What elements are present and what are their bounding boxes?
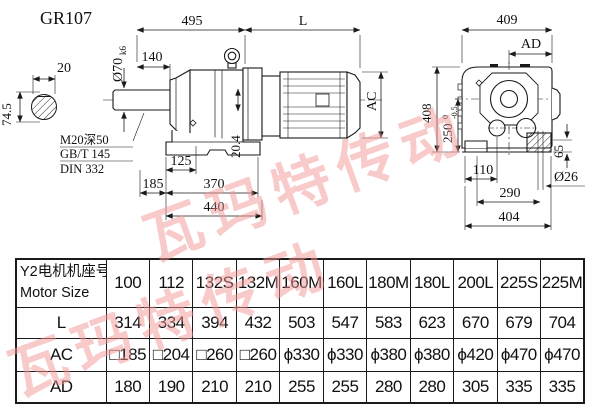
col-header: 112: [148, 258, 194, 308]
cell: □260: [192, 337, 237, 372]
cell: 305: [453, 370, 498, 404]
cell: 432: [235, 306, 281, 339]
dim-140-label: 140: [142, 50, 163, 65]
cell: ϕ420: [453, 337, 498, 372]
cell: 503: [279, 306, 324, 339]
cell: ϕ470: [540, 337, 585, 372]
cell: 210: [235, 370, 281, 404]
dim-AC-label: AC: [365, 92, 380, 111]
cell: 334: [148, 306, 194, 339]
dim-L-label: L: [299, 14, 308, 29]
note-gbt-label: GB/T 145: [60, 147, 110, 161]
dim-AD-label: AD: [521, 37, 541, 52]
cell: 180: [105, 370, 150, 404]
cell: 394: [192, 306, 237, 339]
dim-250-label: 250: [440, 124, 455, 144]
cell: 670: [453, 306, 498, 339]
cell: 335: [540, 370, 585, 404]
dim-250-tol-upper-label: 0: [441, 115, 450, 119]
table-row-AC: AC □185 □204 □260 □260 ϕ330 ϕ330 ϕ380 ϕ3…: [15, 337, 585, 372]
row-label: AC: [15, 337, 107, 372]
dim-440-label: 440: [204, 200, 225, 215]
cell: ϕ380: [366, 337, 411, 372]
cell: 210: [192, 370, 237, 404]
cell: □204: [148, 337, 194, 372]
cell: ϕ470: [496, 337, 542, 372]
dim-409-label: 409: [497, 13, 518, 28]
cell: 314: [105, 306, 150, 339]
dim-hole-dia-label: Ø26: [554, 170, 578, 185]
dim-185-label: 185: [143, 177, 164, 192]
col-header: 180M: [366, 258, 411, 308]
header-cn: Y2电机机座号: [20, 264, 106, 281]
cell: 280: [409, 370, 455, 404]
cell: □185: [105, 337, 150, 372]
cell: 623: [409, 306, 455, 339]
note-tap-label: M20深50: [60, 133, 109, 147]
cell: 583: [366, 306, 411, 339]
dim-110-label: 110: [473, 163, 493, 178]
motor-dimension-table: Y2电机机座号 Motor Size 100 112 132S 132M 160…: [15, 258, 585, 404]
shaft-cross-section: [16, 75, 57, 123]
col-header: 225M: [540, 258, 585, 308]
table-row-AD: AD 180 190 210 210 255 255 280 280 305 3…: [15, 370, 585, 404]
table-header-row: Y2电机机座号 Motor Size 100 112 132S 132M 160…: [15, 258, 585, 308]
col-header: 200L: [453, 258, 498, 308]
side-view-outline: [103, 47, 382, 156]
dim-shaft-dia-label: Ø70: [111, 58, 126, 82]
row-label: L: [15, 306, 107, 339]
note-din-label: DIN 332: [60, 162, 104, 176]
side-view-dimensions: [60, 27, 388, 220]
col-header: 225S: [496, 258, 542, 308]
dim-404-label: 404: [499, 210, 520, 225]
cell: ϕ330: [279, 337, 324, 372]
dim-key-height-label: 20.4: [228, 135, 243, 158]
cell: 679: [496, 306, 542, 339]
cell: 335: [496, 370, 542, 404]
dim-65-label: 65: [551, 145, 566, 158]
gear-motor-drawing: GR107 20 74.5: [0, 8, 585, 230]
col-header: 132S: [192, 258, 237, 308]
cell: ϕ330: [322, 337, 368, 372]
dim-shaft-dia-tol-label: k6: [118, 46, 128, 56]
dim-keywidth-label: 20: [57, 61, 71, 76]
drawing-title: GR107: [40, 8, 92, 28]
dim-125-label: 125: [171, 154, 192, 169]
table-row-L: L 314 334 394 432 503 547 583 623 670 67…: [15, 306, 585, 339]
col-header: 160M: [279, 258, 324, 308]
cell: 704: [540, 306, 585, 339]
end-view-outline: [455, 62, 561, 190]
cell: 255: [279, 370, 324, 404]
header-en: Motor Size: [20, 285, 90, 302]
dim-290-label: 290: [500, 186, 521, 201]
cell: 280: [366, 370, 411, 404]
dim-495-label: 495: [182, 14, 203, 29]
col-header: 180L: [409, 258, 455, 308]
dim-section-height-label: 74.5: [0, 103, 14, 126]
dim-250-tol-lower-label: -0.5: [450, 106, 459, 119]
end-view-dimensions: [432, 27, 585, 230]
dim-408-label: 408: [419, 104, 434, 124]
cell: 190: [148, 370, 194, 404]
cell: 255: [322, 370, 368, 404]
cell: □260: [235, 337, 281, 372]
cell: ϕ380: [409, 337, 455, 372]
cell: 547: [322, 306, 368, 339]
col-header: 160L: [322, 258, 368, 308]
dim-370-label: 370: [204, 177, 225, 192]
